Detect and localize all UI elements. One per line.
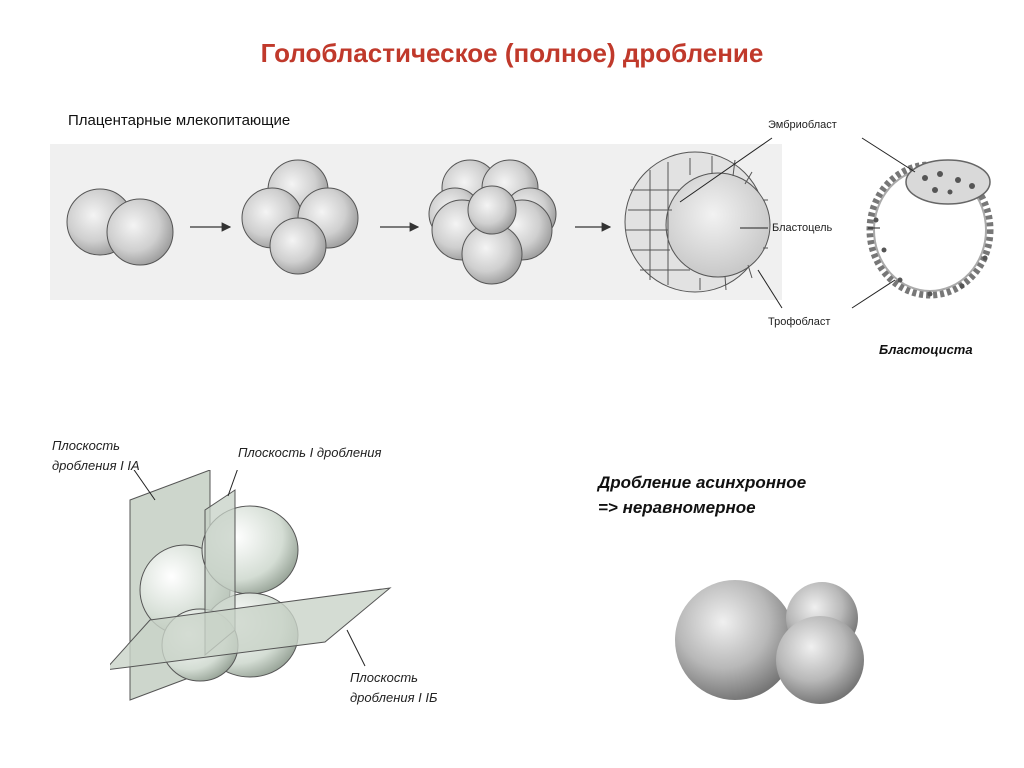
async-cleavage-note: Дробление асинхронное => неравномерное [598,470,806,520]
label-blastocoel: Бластоцель [772,222,833,234]
label-blastocyst: Бластоциста [879,342,973,357]
label-trophoblast: Трофобласт [768,316,831,328]
large-blastomere [675,580,795,700]
page-title: Голобластическое (полное) дробление [260,38,764,68]
cleavage-sequence-diagram [50,137,994,309]
eight-cell-stage [428,159,557,285]
blastocyst-micrograph [866,159,994,299]
label-embryoblast: Эмбриобласт [768,119,837,131]
label-plane-ia-line2: дробления I IA [52,458,140,473]
label-plane-i: Плоскость I дробления [238,445,382,460]
two-cell-stage [66,188,174,266]
label-plane-ib-line2: дробления I IБ [350,690,438,705]
label-plane-ib: Плоскость дробления I IБ [350,668,437,708]
micrograph-pointer-lines [851,137,916,309]
planes-pointer-lines [133,470,366,667]
plane-ib [110,587,392,670]
async-cleavage-illustration [675,580,864,704]
label-plane-ia-line1: Плоскость [52,438,121,453]
async-note-line1: Дробление асинхронное [598,473,807,492]
four-cell-stage [241,159,359,275]
label-plane-ib-line1: Плоскость [350,670,419,685]
subtitle-placental-mammals: Плацентарные млекопитающие [68,112,291,129]
small-blastomere-front [776,616,864,704]
label-pointer-lines [679,137,783,309]
blastula-section [624,151,771,293]
label-plane-ia: Плоскость дробления I IA [52,436,140,476]
cleavage-planes-diagram [110,470,392,701]
async-note-line2: => неравномерное [598,498,756,517]
